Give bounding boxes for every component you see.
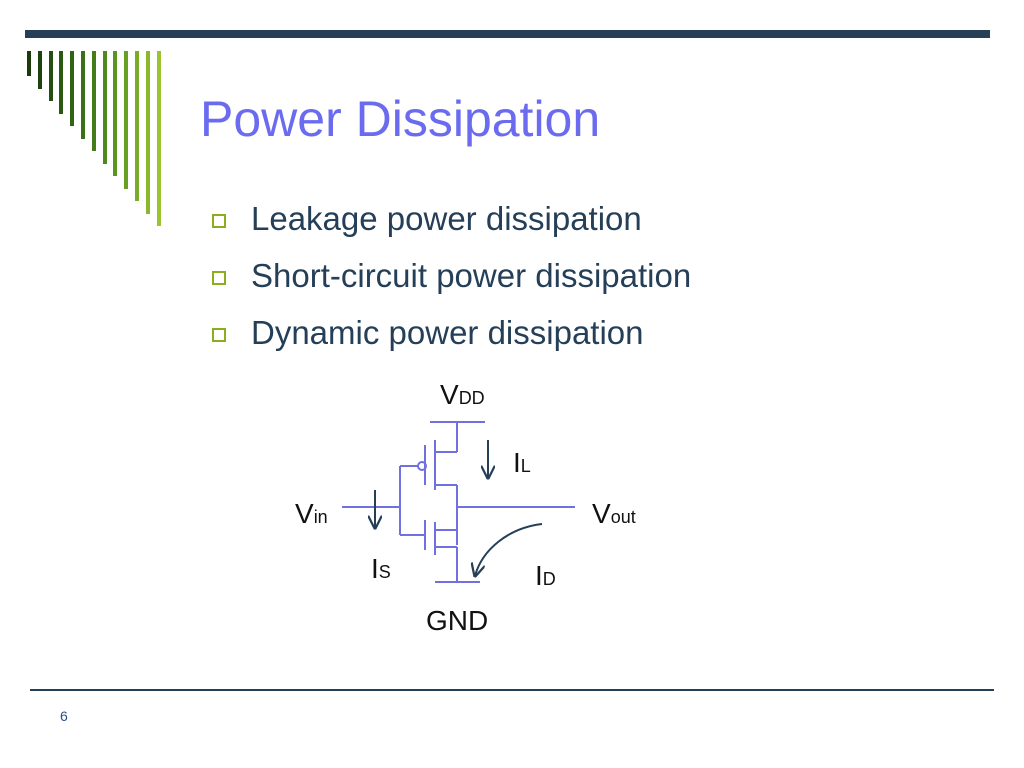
bullet-text: Leakage power dissipation [251, 199, 642, 237]
bullet-list: Leakage power dissipation Short-circuit … [212, 190, 691, 361]
vout-label: Vout [592, 498, 636, 529]
decor-bar [102, 51, 107, 164]
id-label: ID [535, 560, 556, 591]
bullet-item: Short-circuit power dissipation [212, 247, 691, 304]
decor-bar [81, 51, 85, 139]
square-bullet-icon [212, 270, 226, 285]
il-label: IL [513, 447, 531, 478]
top-rule [25, 30, 990, 38]
bullet-text: Short-circuit power dissipation [251, 256, 692, 294]
decor-bar [156, 51, 161, 226]
dynamic-current-arrow [475, 523, 543, 576]
decor-bar [145, 51, 150, 214]
bullet-item: Leakage power dissipation [212, 190, 691, 247]
square-bullet-icon [212, 213, 226, 228]
square-bullet-icon [212, 327, 226, 342]
decor-bar [91, 51, 96, 151]
bottom-rule [30, 689, 994, 691]
is-label: IS [371, 553, 391, 584]
decor-bar [37, 51, 42, 89]
decor-bar [48, 51, 53, 101]
slide-number: 6 [60, 708, 68, 724]
decor-bar [59, 51, 64, 114]
gnd-label: GND [426, 605, 488, 636]
decor-bar [124, 51, 129, 189]
bullet-item: Dynamic power dissipation [212, 304, 691, 361]
vdd-label: VDD [440, 379, 485, 410]
decorative-bars [0, 0, 170, 226]
bullet-text: Dynamic power dissipation [251, 313, 644, 351]
decor-bar [27, 51, 31, 76]
decor-bar [113, 51, 118, 176]
cmos-inverter-diagram: VDD IL Vin Vout IS ID GND [295, 379, 636, 636]
slide-title: Power Dissipation [200, 91, 601, 147]
decor-bar [135, 51, 139, 201]
decor-bar [70, 51, 75, 126]
vin-label: Vin [295, 498, 328, 529]
